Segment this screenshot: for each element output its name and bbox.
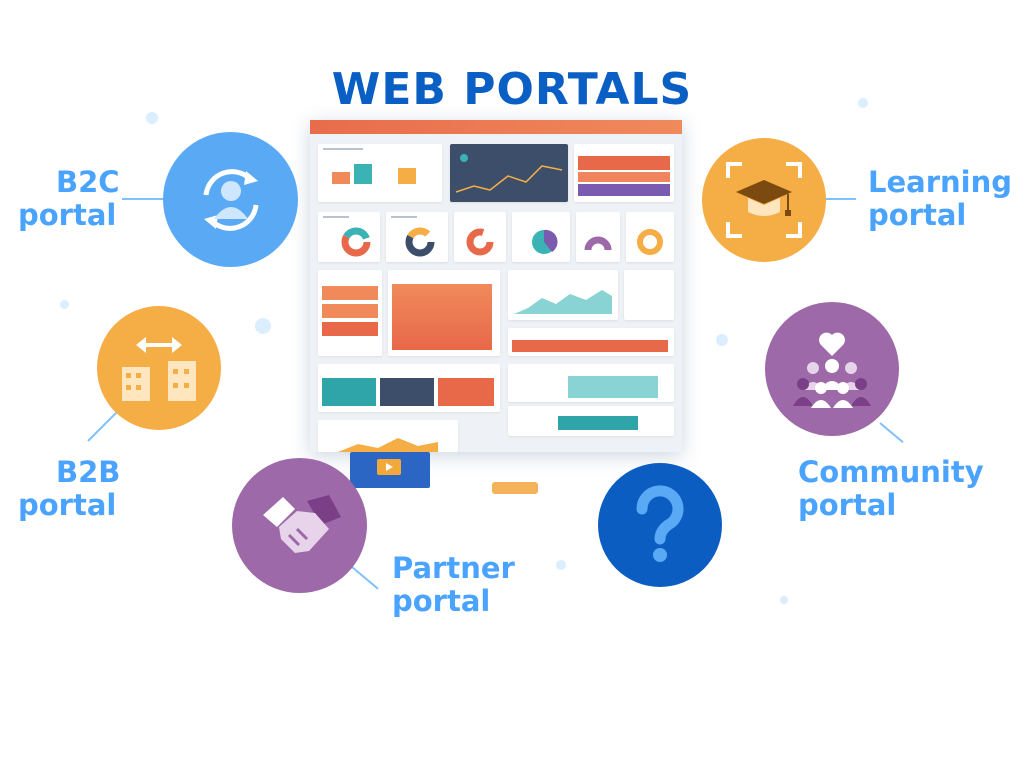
help-circle[interactable] [598,463,722,587]
dashboard-card [508,328,674,356]
partner-portal-circle[interactable] [232,458,367,593]
decor-dot [60,300,69,309]
partner-label-line2: portal [392,584,491,618]
partner-label: Partner portal [392,552,515,618]
learning-label-line1: Learning [868,165,1013,199]
connector-line [122,198,166,200]
connector-line [824,198,856,200]
community-portal-circle[interactable] [765,302,899,436]
play-icon [377,459,401,475]
dashboard-card [626,212,674,262]
decor-dot [255,318,271,334]
dashboard-header-bar [310,120,682,134]
learning-label: Learning portal [868,166,1012,232]
b2c-label: B2C portal [18,165,120,232]
community-label-line2: portal [798,488,897,522]
dashboard-card [508,364,674,402]
dashboard-card [388,270,500,356]
b2b-label-line1: B2B [56,455,121,489]
dashboard-card [450,144,568,202]
community-label-line1: Community [798,455,984,489]
graduation-cap-icon [726,162,802,238]
community-label: Community portal [798,456,984,522]
decor-dot [146,112,158,124]
dashboard-card [508,270,618,320]
community-heart-icon [793,332,871,408]
dashboard-card [576,212,620,262]
question-mark-icon [636,485,684,562]
user-refresh-icon [203,168,258,231]
b2c-label-line2: portal [18,198,117,232]
b2b-label: B2B portal [18,455,121,522]
dashboard-card [318,144,442,202]
dashboard-mockup [310,120,682,452]
dashboard-card [318,420,458,452]
learning-label-line2: portal [868,198,967,232]
dashboard-card [318,212,380,262]
connector-line [351,566,379,590]
b2c-label-line1: B2C [56,165,120,199]
decor-dot [556,560,566,570]
connector-line [87,412,117,442]
buildings-arrow-icon [122,337,196,401]
dashboard-card [386,212,448,262]
connector-line [879,422,904,444]
cta-button-decor [492,482,538,494]
dashboard-card [318,270,382,356]
b2c-portal-circle[interactable] [163,132,298,267]
b2b-portal-circle[interactable] [97,306,221,430]
dashboard-card [624,270,674,320]
page-title: WEB PORTALS [331,64,693,115]
b2b-label-line2: portal [18,488,117,522]
partner-label-line1: Partner [392,551,515,585]
decor-dot [858,98,868,108]
handshake-icon [262,494,341,553]
decor-dot [780,596,788,604]
dashboard-card [454,212,506,262]
dashboard-card [508,406,674,436]
dashboard-card [318,364,500,412]
decor-dot [716,334,728,346]
dashboard-card [512,212,570,262]
dashboard-card [574,144,674,202]
learning-portal-circle[interactable] [702,138,826,262]
